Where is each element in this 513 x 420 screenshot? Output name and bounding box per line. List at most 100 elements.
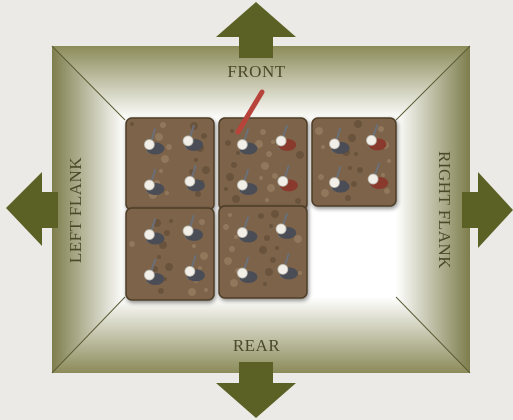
base-texture [318, 174, 324, 180]
base-texture [260, 129, 266, 135]
base-texture [188, 288, 196, 296]
right-flank-label: RIGHT FLANK [435, 150, 454, 270]
arrow-down-icon [216, 362, 296, 418]
base-texture [296, 151, 304, 159]
frame-bottom [52, 297, 470, 373]
base-texture [232, 195, 240, 203]
frame-left [52, 46, 125, 373]
miniature-figure [277, 253, 298, 280]
miniature-figure [236, 128, 258, 155]
base-texture [267, 184, 275, 192]
base-texture [202, 166, 210, 174]
base-texture [169, 219, 173, 223]
base-texture [192, 244, 196, 248]
miniature-figure [367, 162, 389, 190]
base-texture [351, 181, 357, 187]
arrow-left-icon [6, 172, 58, 246]
base-texture [226, 173, 234, 181]
miniature-figure [236, 216, 258, 243]
base-texture [231, 162, 237, 168]
unit-bases [125, 89, 397, 301]
left-flank-label: LEFT FLANK [66, 156, 85, 264]
base-texture [264, 235, 270, 241]
base-texture [357, 167, 363, 173]
base-texture [158, 288, 164, 294]
base-texture [198, 266, 202, 270]
base-texture [204, 288, 208, 292]
base-texture [265, 268, 273, 276]
arrow-up-icon [216, 2, 296, 58]
base-texture [224, 257, 232, 265]
base-texture [199, 219, 205, 225]
base-texture [164, 230, 170, 236]
frame-top [52, 46, 470, 120]
base-texture [294, 235, 302, 243]
base-texture [321, 189, 329, 197]
base-texture [224, 187, 228, 191]
base-texture [229, 246, 235, 252]
base-texture [195, 191, 201, 197]
frame-diagonal [395, 296, 471, 374]
base-texture [129, 241, 135, 247]
frame-diagonal [51, 45, 126, 121]
base-texture [223, 224, 229, 230]
base-texture [378, 126, 384, 132]
base-texture [272, 173, 278, 179]
base-texture [236, 151, 240, 155]
miniature-figure [143, 168, 165, 196]
miniature-figure [236, 168, 258, 196]
front-label: FRONT [227, 62, 286, 81]
base-texture [200, 252, 208, 260]
miniature-figure [182, 214, 204, 241]
miniature-figure [184, 255, 205, 282]
base-texture [348, 166, 352, 170]
base-texture [201, 133, 207, 139]
base-texture [166, 144, 172, 150]
miniature-figure [182, 124, 204, 151]
base-texture [255, 140, 263, 148]
base-texture [259, 246, 267, 254]
base-texture [265, 198, 269, 202]
frame-right [396, 46, 470, 373]
base-texture [225, 140, 231, 146]
base-texture [348, 134, 356, 142]
base-texture [258, 213, 264, 219]
base-texture [271, 140, 275, 144]
base-texture [275, 246, 279, 250]
arrow-right-icon [462, 172, 513, 248]
base-texture [155, 133, 163, 141]
miniature-figure [275, 124, 297, 151]
frame-diagonal [51, 296, 126, 374]
base-texture [298, 271, 302, 275]
base-texture [234, 235, 238, 239]
base-texture [354, 120, 362, 128]
miniature-figure [143, 258, 165, 286]
base-texture [266, 151, 272, 157]
rear-label: REAR [232, 336, 281, 355]
base-texture [160, 122, 166, 128]
base-texture [194, 158, 198, 162]
base-texture [161, 155, 169, 163]
miniature-figure [143, 128, 165, 155]
base-texture [261, 162, 269, 170]
miniature-figure [329, 127, 350, 154]
base-texture [270, 257, 276, 263]
base-texture [315, 127, 323, 135]
base-texture [321, 145, 325, 149]
base-texture [157, 255, 161, 259]
miniature-figure [236, 256, 258, 284]
base-texture [271, 210, 279, 218]
frame-diagonal [395, 45, 471, 121]
base-texture [230, 279, 238, 287]
base-texture [354, 152, 358, 156]
miniature-figure [366, 124, 387, 151]
miniature-figure [329, 166, 350, 193]
base-texture [165, 191, 169, 195]
base-texture [230, 129, 234, 133]
miniature-figure [277, 165, 298, 192]
banner-pole [235, 89, 265, 135]
base-texture [259, 176, 263, 180]
base-texture [387, 159, 391, 163]
unit-base [125, 117, 215, 211]
